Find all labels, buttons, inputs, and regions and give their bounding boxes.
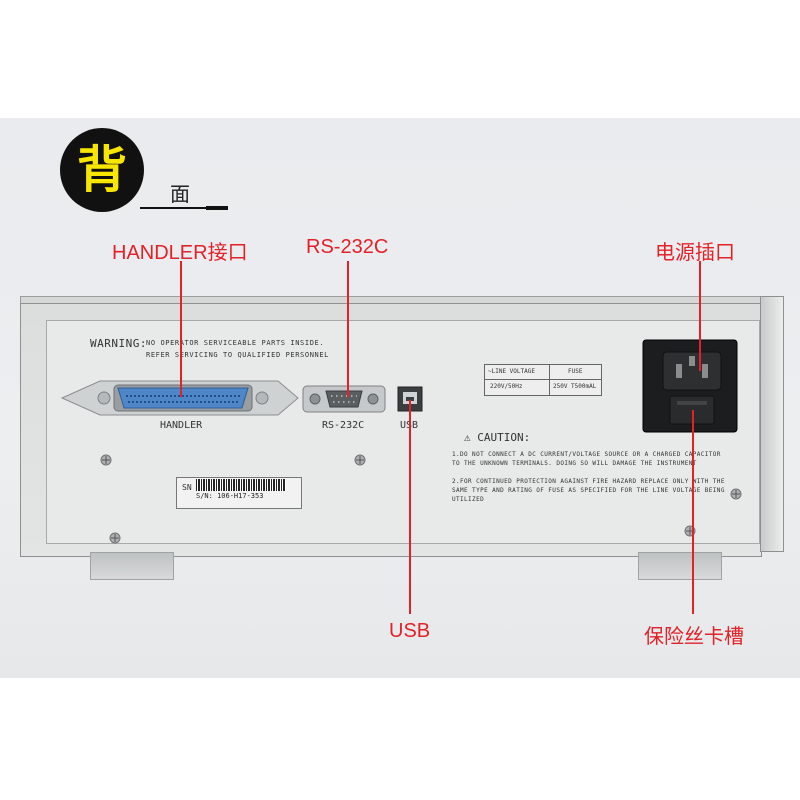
spec-value-line-voltage: 220V/50Hz (490, 383, 523, 390)
spec-value-fuse: 250V T500mAL (553, 383, 597, 390)
serial-number-label: SN (182, 483, 192, 492)
warning-line-1: NO OPERATOR SERVICEABLE PARTS INSIDE. (146, 339, 325, 347)
spec-header-fuse: FUSE (568, 368, 583, 375)
leader-rs232c (347, 261, 349, 397)
heading-subtitle: 面 (170, 182, 190, 206)
caution-line-4: SAME TYPE AND RATING OF FUSE AS SPECIFIE… (452, 487, 725, 494)
leader-handler (180, 261, 182, 397)
rs232c-connector (302, 385, 386, 413)
leader-power (699, 261, 701, 371)
panel-screws (100, 454, 742, 544)
callout-fuse-slot: 保险丝卡槽 (644, 626, 744, 648)
rear-panel (46, 320, 760, 544)
heading-badge: 背 (60, 128, 144, 212)
caution-title: ⚠ CAUTION: (464, 431, 531, 444)
device-foot-left (90, 552, 174, 580)
power-inlet (642, 339, 738, 433)
caution-line-1: 1.DO NOT CONNECT A DC CURRENT/VOLTAGE SO… (452, 451, 721, 458)
leader-fuse-slot (692, 410, 694, 614)
heading-badge-text: 背 (77, 141, 127, 199)
callout-handler: HANDLER接口 (112, 242, 248, 264)
spec-header-line-voltage: ~LINE VOLTAGE (488, 368, 535, 375)
warning-line-2: REFER SERVICING TO QUALIFIED PERSONNEL (146, 351, 329, 359)
heading-underline (140, 207, 228, 209)
spec-table-column-divider (549, 365, 550, 395)
caution-line-5: UTILIZED (452, 496, 485, 503)
spec-table-divider (485, 379, 601, 380)
caution-line-3: 2.FOR CONTINUED PROTECTION AGAINST FIRE … (452, 478, 725, 485)
leader-usb (409, 400, 411, 614)
warning-title: WARNING: (90, 337, 147, 350)
device-foot-right (638, 552, 722, 580)
callout-rs232c: RS-232C (306, 236, 389, 258)
handler-port-label: HANDLER (160, 420, 203, 431)
device-side-rim (760, 296, 784, 552)
caution-line-2: TO THE UNKNOWN TERMINALS. DOING SO WILL … (452, 460, 697, 467)
callout-usb: USB (389, 620, 431, 642)
spec-table (484, 364, 602, 396)
serial-number-value: S/N: 106-H17-353 (196, 492, 264, 500)
callout-power: 电源插口 (655, 242, 735, 264)
rs232c-port-label: RS-232C (322, 420, 365, 431)
serial-barcode (196, 479, 286, 491)
heading-underline-accent (206, 206, 228, 210)
handler-connector (60, 380, 299, 416)
